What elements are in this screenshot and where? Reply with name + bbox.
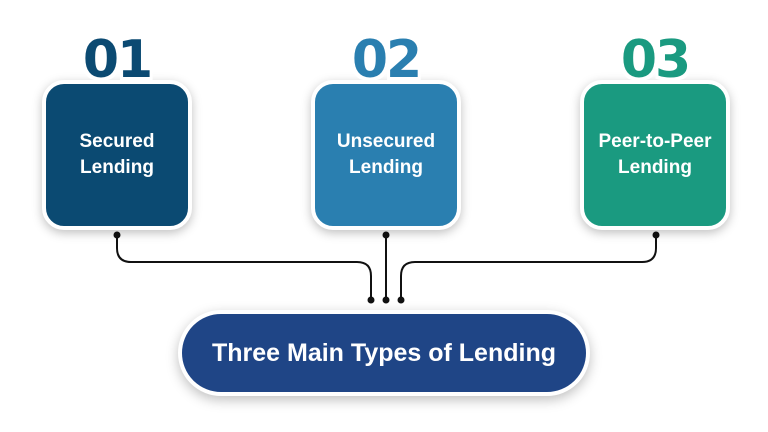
item-card-unsecured: Unsecured Lending <box>311 80 461 230</box>
item-label: Unsecured Lending <box>336 131 436 178</box>
item-label: Secured Lending <box>79 131 155 178</box>
item-card-peer-to-peer: Peer-to-Peer Lending <box>580 80 730 230</box>
dot <box>652 231 660 239</box>
dot <box>113 231 121 239</box>
dot <box>382 231 390 239</box>
item-label: Peer-to-Peer Lending <box>598 131 712 178</box>
item-number-2: 02 <box>351 30 422 90</box>
item-number-1: 01 <box>82 30 153 90</box>
dot <box>367 296 375 304</box>
dot <box>397 296 405 304</box>
item-card-secured: Secured Lending <box>42 80 192 230</box>
dot <box>382 296 390 304</box>
connector-1 <box>116 235 372 300</box>
connector-3 <box>400 235 657 300</box>
item-number-3: 03 <box>620 30 691 90</box>
main-title: Three Main Types of Lending <box>178 310 590 396</box>
